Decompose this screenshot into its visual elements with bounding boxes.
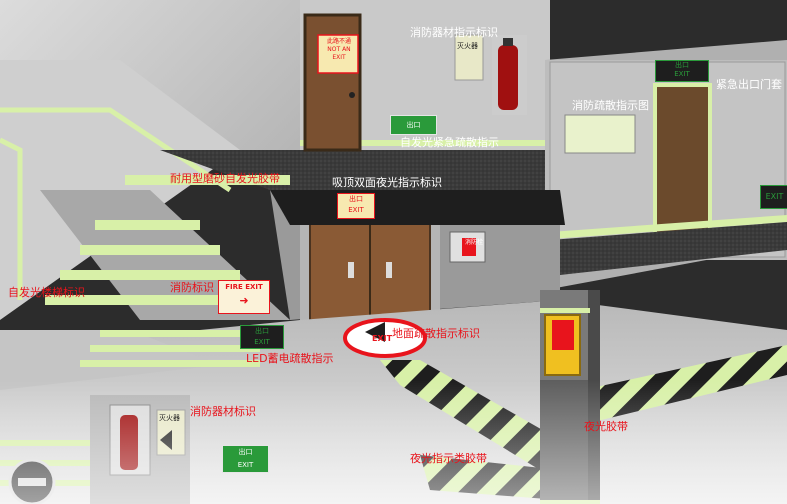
ceiling-exit-sign: 出口 EXIT xyxy=(337,193,375,219)
green-exit-lower-cn: 出口 xyxy=(238,448,253,456)
label-fire-sign: 消防标识 xyxy=(170,281,214,294)
extinguisher-sign-lower: 灭火器 xyxy=(159,414,180,422)
label-night-glow-tape: 夜光胶带 xyxy=(584,420,628,433)
led-exit-cn: 出口 xyxy=(255,327,269,335)
extinguisher-upper xyxy=(498,45,518,110)
not-an-exit-en2: EXIT xyxy=(332,54,346,61)
green-emergency-label: 出口 xyxy=(406,121,421,129)
exit-sign-cn: 出口 xyxy=(675,61,689,69)
label-self-glow-stair: 自发光楼梯标识 xyxy=(8,286,85,299)
extinguisher-sign-upper: 灭火器 xyxy=(457,42,478,50)
not-an-exit-en: NOT AN xyxy=(327,46,351,53)
label-floor-evacuation: 地面疏散指示标识 xyxy=(392,327,480,340)
exit-far-right-label: EXIT xyxy=(765,192,784,201)
label-self-glow-emergency: 自发光紧急疏散指示 xyxy=(400,136,499,149)
label-emergency-exit-door: 紧急出口门套 xyxy=(716,78,782,91)
label-led-evacuation: LED蓄电疏散指示 xyxy=(246,352,334,365)
floor-exit-label: EXIT xyxy=(372,334,393,343)
label-fire-equipment-bottom: 消防器材标识 xyxy=(190,405,256,418)
label-evacuation-map: 消防疏散指示图 xyxy=(572,99,649,112)
label-ceiling-double-sided: 吸顶双面夜光指示标识 xyxy=(332,176,442,189)
exit-sign-far-right: EXIT xyxy=(760,185,787,209)
not-an-exit-sign: 此路不通 NOT AN EXIT xyxy=(320,38,358,62)
exit-sign-right-upper: 出口 EXIT xyxy=(655,60,709,82)
fire-exit-sign: FIRE EXIT ➜ xyxy=(218,280,270,314)
label-anti-slip-tape: 耐用型磨砂自发光胶带 xyxy=(170,172,280,185)
ceiling-exit-cn: 出口 xyxy=(349,195,363,203)
label-night-glow-tape-indicator: 夜光指示类胶带 xyxy=(410,452,487,465)
green-emergency-sign: 出口 xyxy=(390,115,437,135)
label-fire-equipment-top: 消防器材指示标识 xyxy=(410,26,498,39)
green-exit-lower-en: EXIT xyxy=(237,461,254,469)
exit-sign-en: EXIT xyxy=(674,70,690,78)
glow-handrail xyxy=(0,107,232,193)
not-an-exit-cn: 此路不通 xyxy=(326,38,351,45)
led-exit-en: EXIT xyxy=(254,338,270,346)
hydrant-sign-text: 消防栓 xyxy=(465,239,484,246)
running-man-icon: ➜ xyxy=(239,294,249,307)
led-exit-sign: 出口 EXIT xyxy=(240,325,284,349)
green-exit-sign-lower: 出口 EXIT xyxy=(222,445,269,473)
evacuation-map-board xyxy=(564,114,636,154)
emergency-exit-door xyxy=(653,83,712,237)
ceiling-exit-en: EXIT xyxy=(348,206,364,214)
fire-exit-label: FIRE EXIT xyxy=(225,283,263,291)
